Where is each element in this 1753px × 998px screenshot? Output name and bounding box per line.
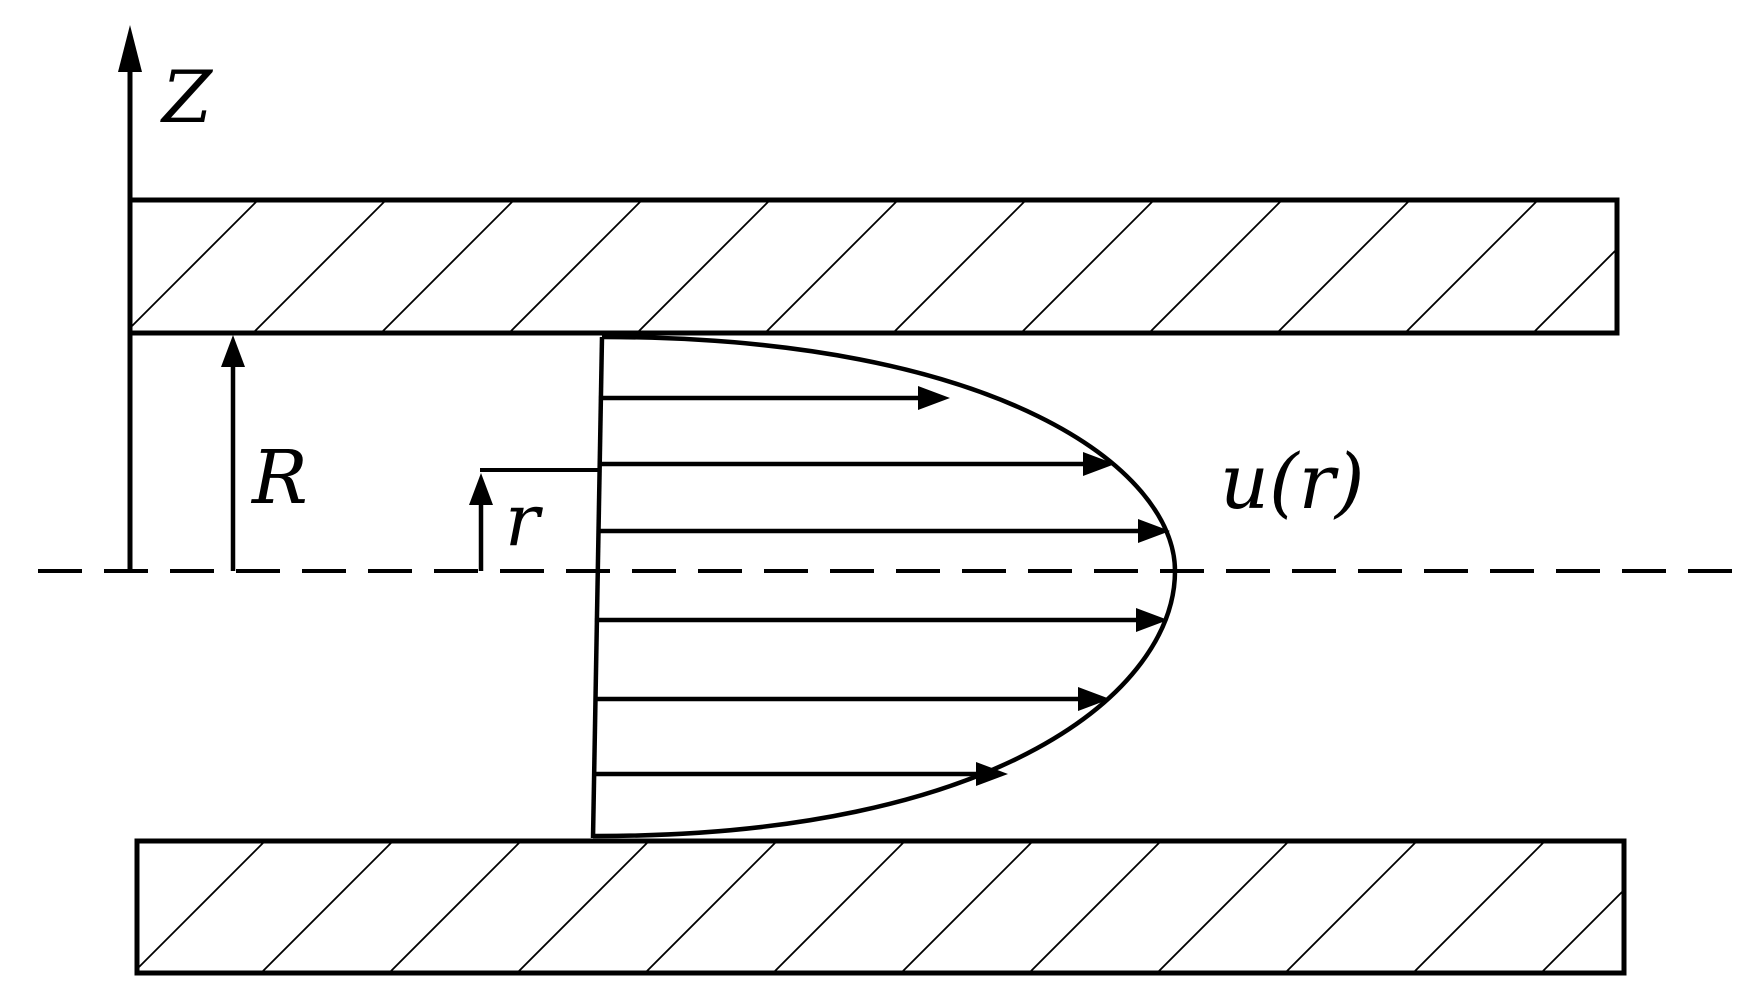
hatch-line xyxy=(130,200,259,330)
hatch-line xyxy=(892,200,1027,333)
hatch-line xyxy=(1669,841,1753,973)
radial-coordinate-label: r xyxy=(505,478,543,562)
velocity-arrowhead xyxy=(1136,608,1168,632)
hatch-line xyxy=(516,841,650,973)
velocity-arrowhead xyxy=(918,386,950,410)
hatch-line xyxy=(260,841,394,973)
velocity-profile xyxy=(590,334,1178,839)
z-axis-arrowhead xyxy=(118,25,142,72)
hatch-line xyxy=(1020,200,1155,333)
hatch-line xyxy=(137,841,266,971)
hatch-line xyxy=(380,200,515,333)
hatch-line xyxy=(1276,200,1411,333)
hatch-line xyxy=(900,841,1034,973)
hatch-line xyxy=(764,200,899,333)
velocity-arrowhead xyxy=(976,762,1008,786)
hatch-line xyxy=(636,200,771,333)
profile-curve xyxy=(592,334,1178,839)
velocity-arrowhead xyxy=(1078,687,1110,711)
hatch-line xyxy=(1404,200,1539,333)
top-wall xyxy=(127,197,1753,336)
hatch-line xyxy=(1148,200,1283,333)
velocity-profile-label: u(r) xyxy=(1220,437,1365,526)
velocity-arrowhead xyxy=(1083,452,1115,476)
hatch-line xyxy=(137,841,138,843)
hatch-line xyxy=(508,200,643,333)
radius-arrow xyxy=(221,335,245,571)
hatch-line xyxy=(1661,200,1753,333)
radius-label: R xyxy=(250,435,308,521)
velocity-arrowhead xyxy=(1138,519,1170,543)
hatch-line xyxy=(1284,841,1418,973)
hatch-line xyxy=(388,841,522,973)
hatch-line xyxy=(1540,888,1624,973)
z-axis-label: Z xyxy=(160,55,214,139)
hatch-line xyxy=(772,841,906,973)
hatch-line xyxy=(1532,247,1617,333)
hatch-line xyxy=(252,200,387,333)
hatch-line xyxy=(1028,841,1162,973)
radial-coordinate-arrow xyxy=(469,468,600,571)
hatch-line xyxy=(130,200,131,202)
profile-baseline xyxy=(590,336,605,839)
hatch-line xyxy=(1156,841,1290,973)
hatch-line xyxy=(1412,841,1546,973)
hatch-line xyxy=(644,841,778,973)
bottom-wall xyxy=(134,838,1753,976)
